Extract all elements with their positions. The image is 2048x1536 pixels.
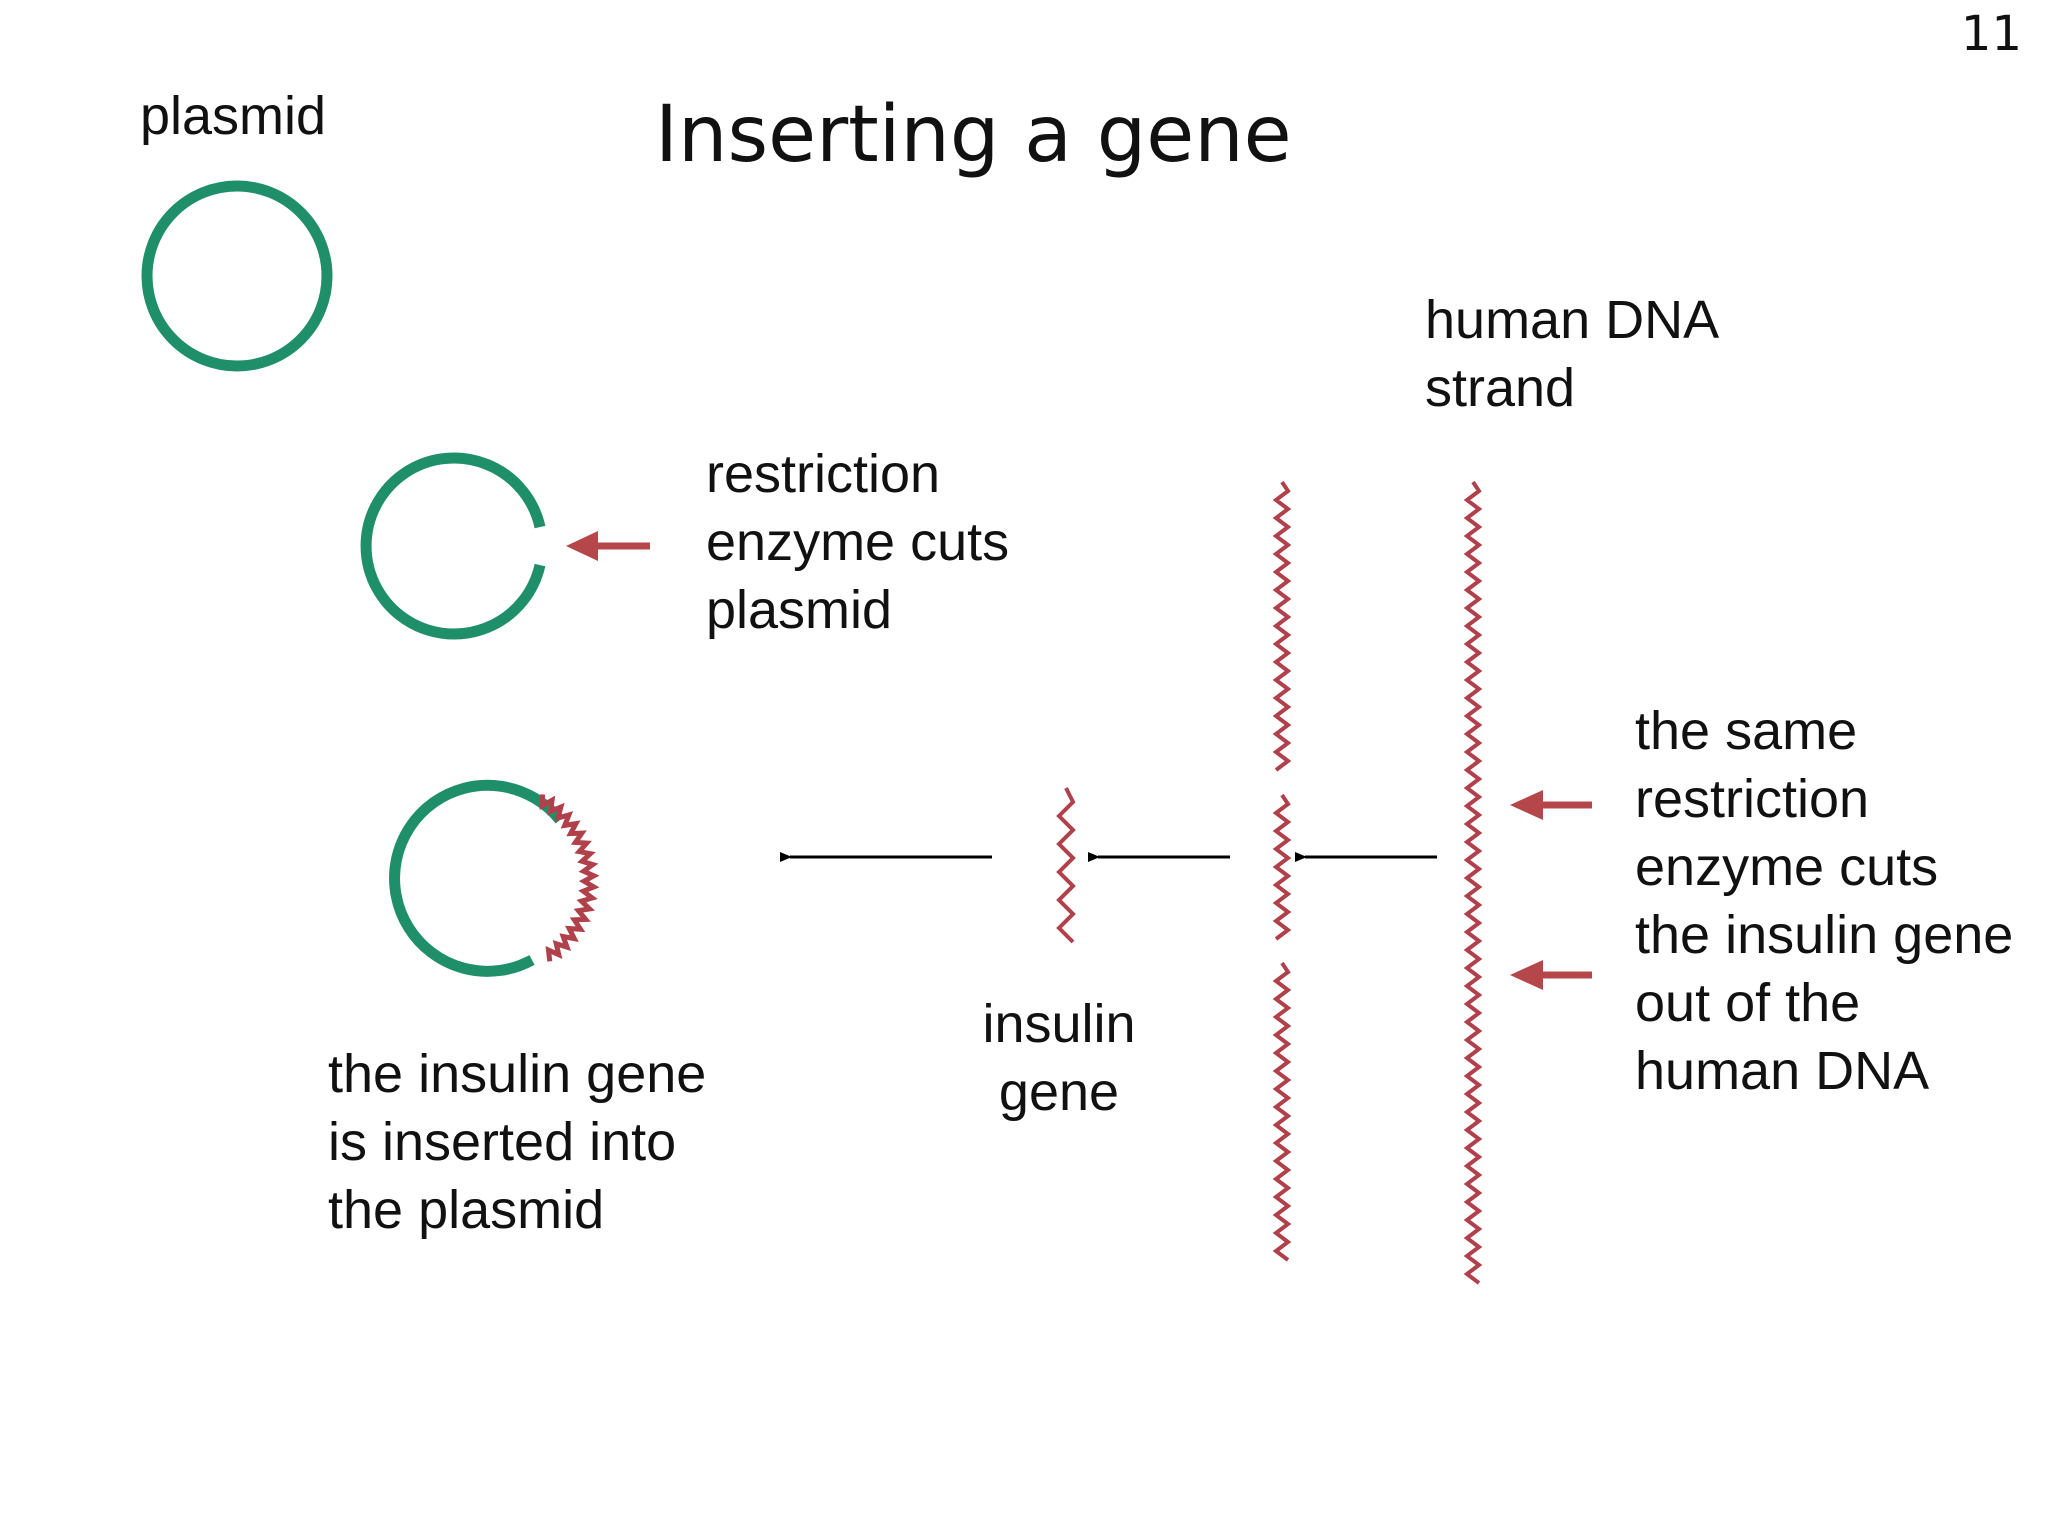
dna-cut-strand-bottom bbox=[1272, 961, 1292, 1262]
plasmid-label: plasmid bbox=[140, 86, 327, 146]
human-dna-label: human DNA strand bbox=[1425, 290, 1720, 418]
cut-site-arrow-bottom-icon bbox=[1510, 960, 1592, 990]
human-dna-strand bbox=[1463, 480, 1483, 1285]
inserted-label: the insulin gene is inserted into the pl… bbox=[328, 1044, 707, 1240]
insulin-gene-label: insulin gene bbox=[982, 994, 1136, 1122]
dna-cut-strand-middle bbox=[1272, 793, 1292, 941]
restriction-label: restriction enzyme cuts plasmid bbox=[706, 444, 1010, 640]
slide-title: Inserting a gene bbox=[655, 90, 1292, 180]
cut-site-arrow-top-icon bbox=[1510, 790, 1592, 820]
plasmid-recombinant-icon bbox=[389, 779, 600, 977]
plasmid-cut-icon bbox=[360, 452, 546, 640]
dna-cut-strand-top bbox=[1272, 480, 1292, 772]
plasmid-intact-icon bbox=[141, 180, 333, 372]
restriction-arrow-icon bbox=[566, 531, 650, 561]
insulin-gene-fragment bbox=[1056, 787, 1076, 944]
slide-number: 11 bbox=[1960, 6, 2022, 62]
same-restriction-label: the same restriction enzyme cuts the ins… bbox=[1635, 701, 2014, 1101]
inserted-gene-wave bbox=[539, 794, 600, 962]
